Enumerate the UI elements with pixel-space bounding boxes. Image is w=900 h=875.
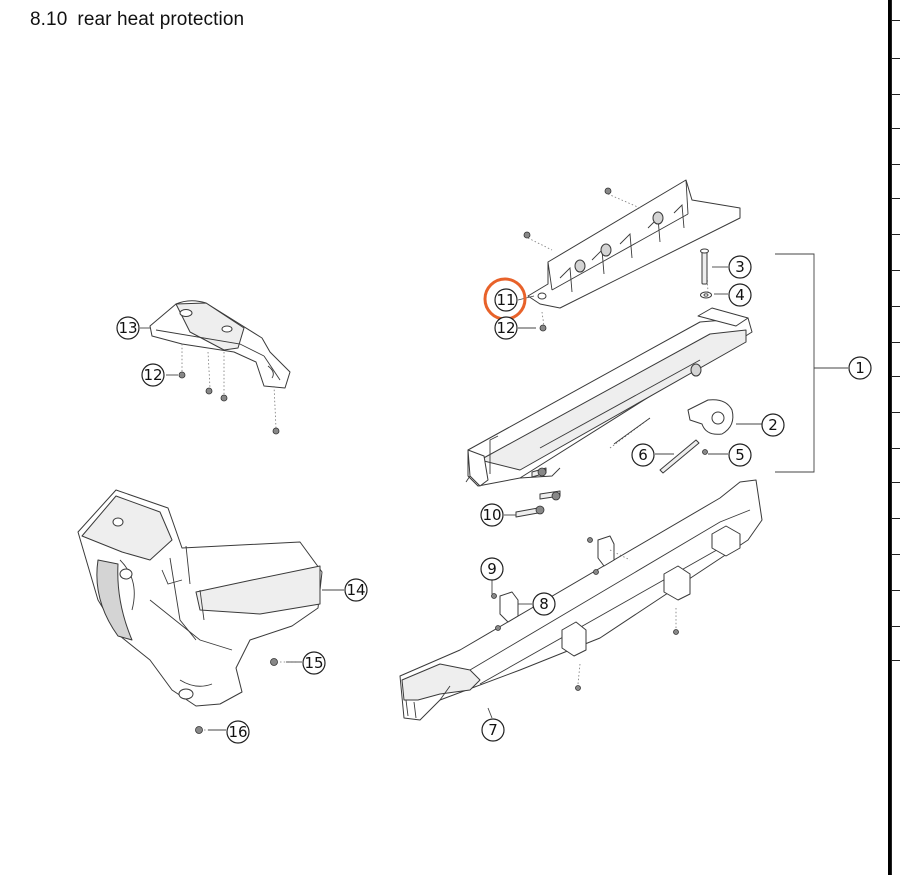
stud-part [700, 248, 709, 285]
svg-text:6: 6 [638, 446, 648, 464]
callout-2[interactable]: 2 [761, 413, 785, 437]
svg-text:9: 9 [487, 560, 497, 578]
towing-eye-part [687, 399, 734, 455]
callout-15[interactable]: 15 [302, 651, 326, 675]
strip-tick [891, 58, 900, 59]
strip-border [891, 0, 892, 875]
bumper-beam-part [399, 479, 763, 721]
callout-6[interactable]: 6 [631, 443, 655, 467]
svg-text:12: 12 [143, 366, 162, 384]
bracket-part [491, 535, 631, 631]
svg-text:7: 7 [488, 721, 498, 739]
callout-7[interactable]: 7 [481, 718, 505, 742]
callout-5[interactable]: 5 [728, 443, 752, 467]
callout-14[interactable]: 14 [344, 578, 368, 602]
page-title: 8.10 rear heat protection [30, 9, 244, 31]
svg-text:16: 16 [228, 723, 247, 741]
callout-4[interactable]: 4 [728, 283, 752, 307]
page-edge-strip [891, 0, 900, 875]
svg-text:15: 15 [304, 654, 323, 672]
svg-text:4: 4 [735, 286, 745, 304]
strip-tick [891, 342, 900, 343]
strip-tick [891, 128, 900, 129]
callout-1[interactable]: 1 [848, 356, 872, 380]
callout-11[interactable]: 11 [483, 277, 527, 321]
callout-12-right[interactable]: 12 [494, 316, 518, 340]
strip-tick [891, 554, 900, 555]
strip-tick [891, 518, 900, 519]
svg-text:10: 10 [482, 506, 501, 524]
heat-shield-left-part [149, 300, 291, 435]
callout-10[interactable]: 10 [480, 503, 504, 527]
strip-tick [891, 234, 900, 235]
cross-member-part [465, 257, 753, 487]
lower-heat-shield-part [77, 489, 323, 734]
strip-tick [891, 448, 900, 449]
strip-tick [891, 626, 900, 627]
svg-text:5: 5 [735, 446, 745, 464]
svg-text:3: 3 [735, 258, 745, 276]
strip-tick [891, 376, 900, 377]
callout-12-left[interactable]: 12 [141, 363, 165, 387]
strip-tick [891, 306, 900, 307]
strip-tick [891, 164, 900, 165]
callout-9[interactable]: 9 [480, 557, 504, 581]
strip-tick [891, 270, 900, 271]
svg-text:1: 1 [855, 359, 865, 377]
strip-tick [891, 198, 900, 199]
strip-tick [891, 590, 900, 591]
heat-shield-right-part [523, 179, 741, 332]
pin-part [609, 417, 700, 474]
strip-tick [891, 412, 900, 413]
strip-tick [891, 660, 900, 661]
svg-text:11: 11 [496, 291, 515, 309]
svg-text:14: 14 [346, 581, 365, 599]
svg-text:12: 12 [496, 319, 515, 337]
leader-lines [140, 253, 848, 731]
section-number: 8.10 [30, 9, 68, 30]
strip-tick [891, 482, 900, 483]
svg-text:2: 2 [768, 416, 778, 434]
strip-tick [891, 20, 900, 21]
strip-tick [891, 94, 900, 95]
callout-8[interactable]: 8 [532, 592, 556, 616]
svg-text:13: 13 [118, 319, 137, 337]
callout-16[interactable]: 16 [226, 720, 250, 744]
washer-part [700, 291, 712, 299]
section-title: rear heat protection [77, 9, 245, 30]
callout-3[interactable]: 3 [728, 255, 752, 279]
svg-text:8: 8 [539, 595, 549, 613]
callout-13[interactable]: 13 [116, 316, 140, 340]
